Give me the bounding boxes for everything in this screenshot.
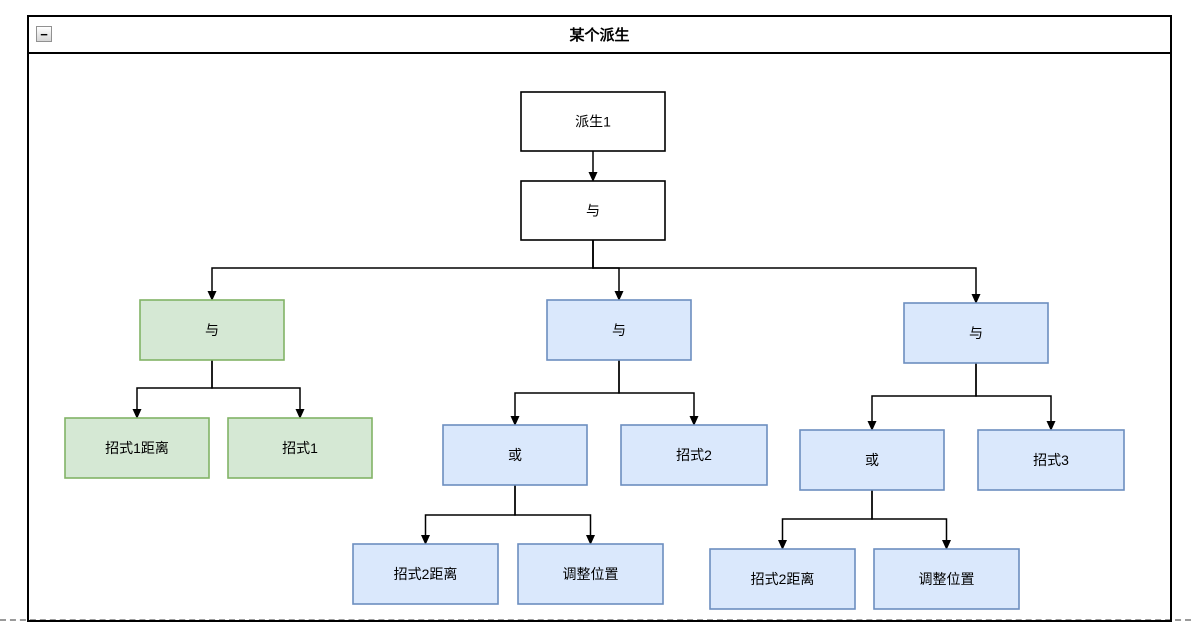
node-or2-label: 或: [865, 452, 879, 468]
node-and3-label: 与: [969, 325, 983, 341]
node-m2[interactable]: 招式2: [620, 424, 768, 486]
arrowhead-or1-adj1: [586, 535, 595, 545]
arrowhead-and0-and3: [971, 294, 981, 304]
node-m1-label: 招式1: [282, 440, 318, 456]
edge-and2-m2: [618, 360, 695, 416]
node-m2d1-box[interactable]: [352, 543, 499, 605]
arrowhead-and0-and2: [614, 291, 624, 301]
node-m2d2-label: 招式2距离: [751, 571, 815, 587]
node-m2d1[interactable]: 招式2距离: [352, 543, 499, 605]
node-and2-label: 与: [612, 322, 626, 338]
node-m1-box[interactable]: [227, 417, 373, 479]
node-and2-box[interactable]: [546, 299, 692, 361]
node-m2d2[interactable]: 招式2距离: [709, 548, 856, 610]
arrowhead-and3-m3: [1046, 421, 1056, 431]
arrowhead-or2-m2d2: [778, 540, 787, 550]
node-adj2-box[interactable]: [873, 548, 1020, 610]
group-titlebar: 某个派生 −: [29, 17, 1170, 54]
arrowhead-or1-m2d1: [421, 535, 430, 545]
node-and1-box[interactable]: [139, 299, 285, 361]
node-and3[interactable]: 与: [903, 302, 1049, 364]
arrowhead-and2-or1: [510, 416, 520, 426]
node-adj1-label: 调整位置: [563, 566, 619, 582]
node-adj1-box[interactable]: [517, 543, 664, 605]
edge-and1-m1: [211, 360, 301, 409]
node-or1-box[interactable]: [442, 424, 588, 486]
node-m2-label: 招式2: [676, 447, 712, 463]
node-and0-box[interactable]: [520, 180, 666, 241]
node-adj2-label: 调整位置: [919, 571, 975, 587]
node-and0[interactable]: 与: [520, 180, 666, 241]
node-and2[interactable]: 与: [546, 299, 692, 361]
node-m1d-label: 招式1距离: [105, 440, 169, 456]
collapse-button[interactable]: −: [36, 26, 52, 42]
node-m3-label: 招式3: [1033, 452, 1069, 468]
node-m2d1-label: 招式2距离: [394, 566, 458, 582]
arrowhead-or2-adj2: [942, 540, 951, 550]
node-m3-box[interactable]: [977, 429, 1125, 491]
edge-and0-and3: [592, 240, 977, 294]
node-or2-box[interactable]: [799, 429, 945, 491]
edge-or2-adj2: [871, 490, 948, 540]
node-root[interactable]: 派生1: [520, 91, 666, 152]
node-m3[interactable]: 招式3: [977, 429, 1125, 491]
arrowhead-root-and0: [588, 172, 598, 182]
arrowhead-and3-or2: [867, 421, 877, 431]
node-root-box[interactable]: [520, 91, 666, 152]
arrowhead-and1-m1d: [132, 409, 142, 419]
node-m1[interactable]: 招式1: [227, 417, 373, 479]
group-frame: 某个派生 −: [27, 15, 1172, 622]
node-adj1[interactable]: 调整位置: [517, 543, 664, 605]
node-and3-box[interactable]: [903, 302, 1049, 364]
arrowhead-and0-and1: [207, 291, 217, 301]
arrowhead-and2-m2: [689, 416, 699, 426]
edge-and3-m3: [975, 363, 1052, 421]
node-m2d2-box[interactable]: [709, 548, 856, 610]
diagram-title: 某个派生: [569, 27, 630, 44]
node-adj2[interactable]: 调整位置: [873, 548, 1020, 610]
node-or1[interactable]: 或: [442, 424, 588, 486]
node-or1-label: 或: [508, 447, 522, 463]
node-or2[interactable]: 或: [799, 429, 945, 491]
node-and1-label: 与: [205, 322, 219, 338]
node-and1[interactable]: 与: [139, 299, 285, 361]
node-m2-box[interactable]: [620, 424, 768, 486]
node-m1d-box[interactable]: [64, 417, 210, 479]
node-root-label: 派生1: [575, 114, 611, 130]
node-and0-label: 与: [586, 203, 600, 219]
edge-or1-adj1: [514, 485, 592, 535]
arrowhead-and1-m1: [295, 409, 305, 419]
node-m1d[interactable]: 招式1距离: [64, 417, 210, 479]
